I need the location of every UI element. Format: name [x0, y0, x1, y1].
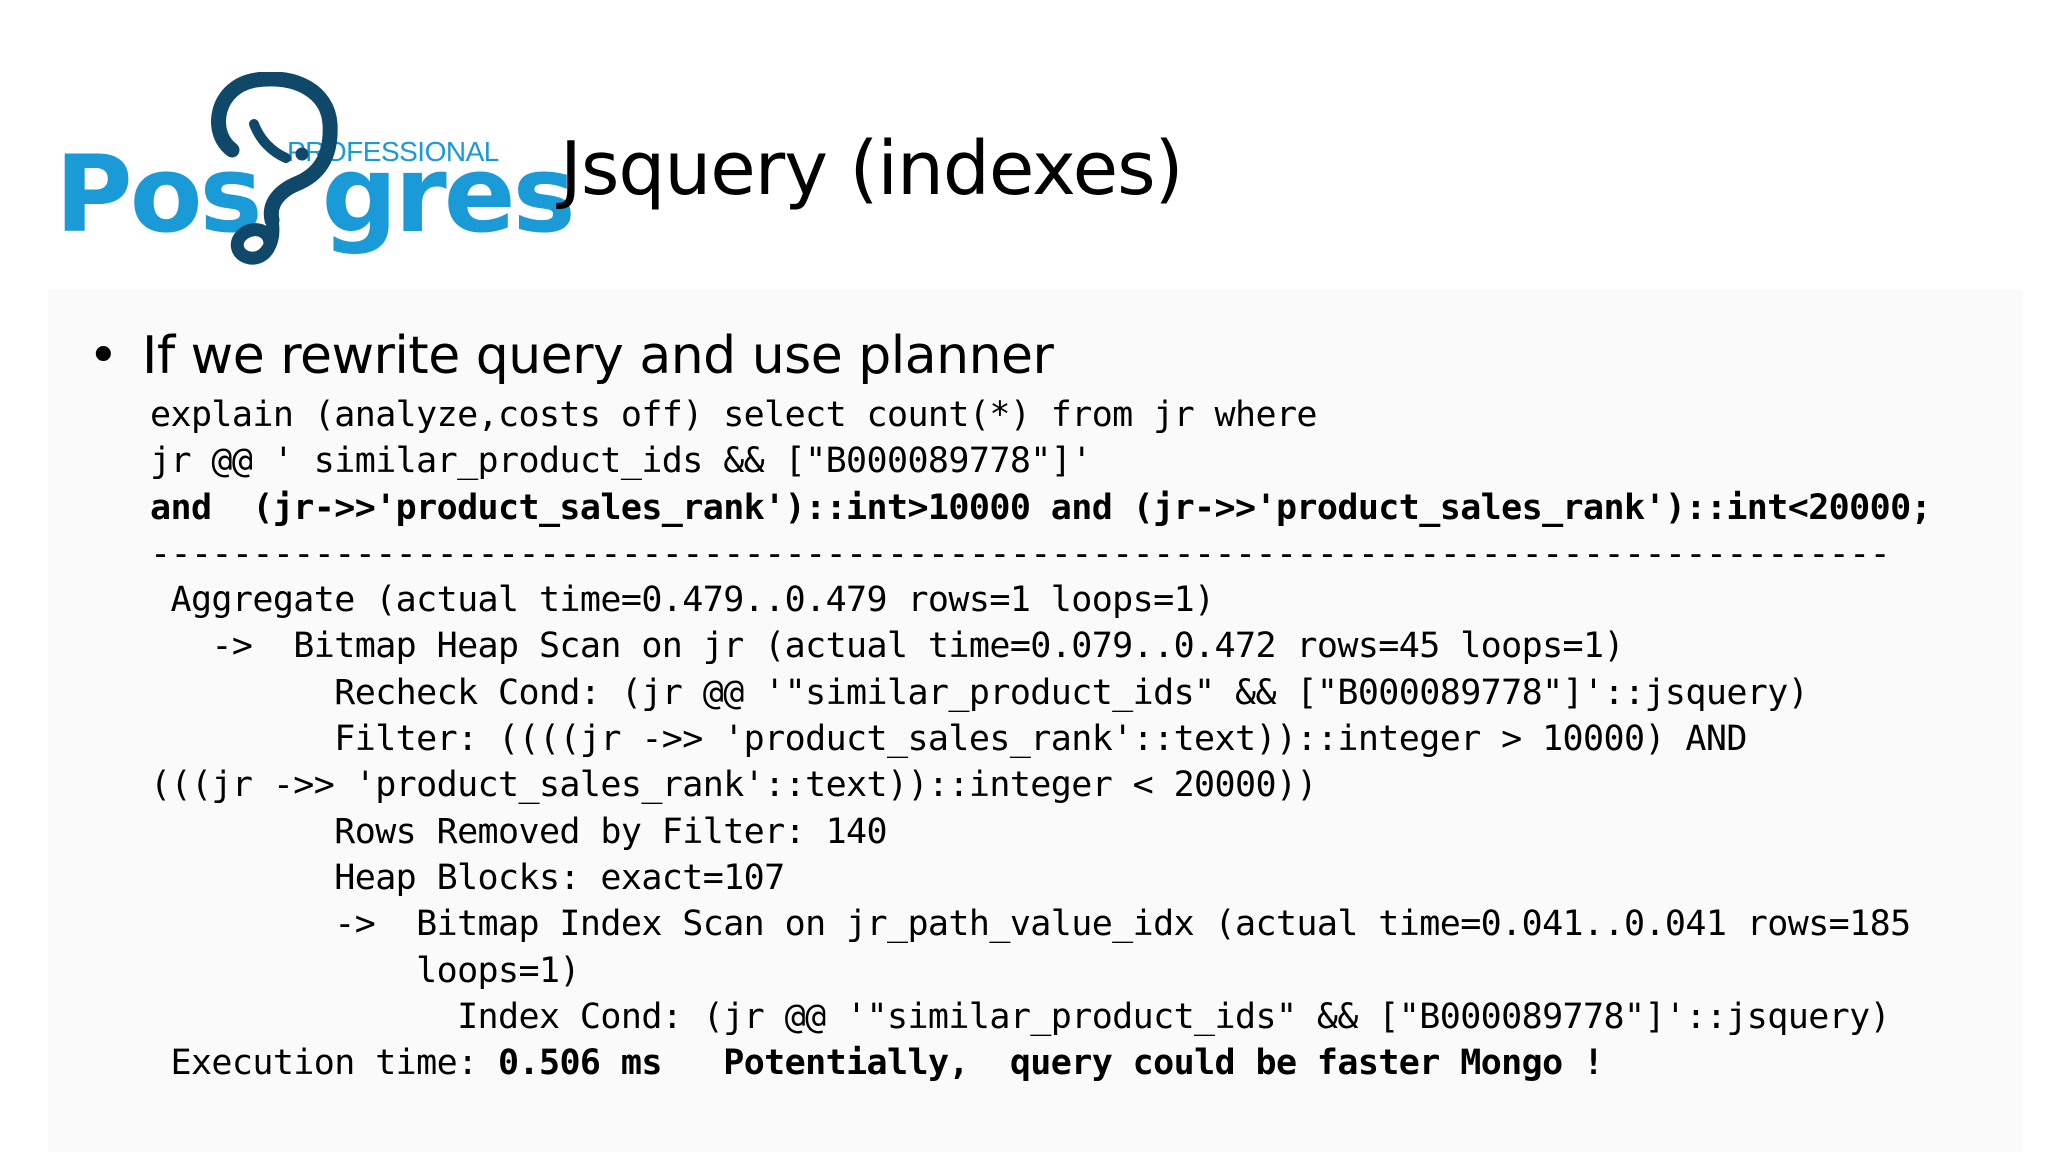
plan-line: Heap Blocks: exact=107: [150, 857, 785, 898]
plan-line: Filter: ((((jr ->> 'product_sales_rank':…: [150, 719, 1747, 760]
explain-analyze-output: explain (analyze,costs off) select count…: [150, 392, 1932, 1086]
slide-title: Jsquery (indexes): [560, 126, 1184, 212]
bullet-dot-icon: •: [88, 326, 119, 386]
plan-line: -> Bitmap Index Scan on jr_path_value_id…: [150, 904, 1911, 945]
plan-line: Index Cond: (jr @@ '"similar_product_ids…: [150, 996, 1891, 1037]
plan-line: -> Bitmap Heap Scan on jr (actual time=0…: [150, 626, 1624, 667]
slide-content-background: [48, 290, 2023, 1152]
execution-time-value: 0.506 ms: [498, 1043, 662, 1084]
plan-line: Rows Removed by Filter: 140: [150, 811, 887, 852]
execution-note: Potentially, query could be faster Mongo…: [723, 1043, 1604, 1084]
bullet-text: If we rewrite query and use planner: [142, 326, 1054, 386]
plan-line: (((jr ->> 'product_sales_rank'::text))::…: [150, 765, 1318, 806]
code-separator: ----------------------------------------…: [150, 533, 1891, 574]
logo-word-start: Pos: [55, 133, 263, 256]
code-line-bold: and (jr->>'product_sales_rank')::int>100…: [150, 487, 1932, 528]
code-line: explain (analyze,costs off) select count…: [150, 395, 1318, 435]
elephant-icon: [211, 72, 338, 265]
execution-time-label: Execution time:: [150, 1043, 499, 1084]
logo-word-end: gres: [321, 133, 576, 256]
execution-gap: [662, 1043, 723, 1083]
code-line: jr @@ ' similar_product_ids && ["B000089…: [150, 441, 1092, 482]
plan-line: loops=1): [150, 950, 580, 991]
plan-line: Recheck Cond: (jr @@ '"similar_product_i…: [150, 672, 1809, 713]
plan-line: Aggregate (actual time=0.479..0.479 rows…: [150, 580, 1215, 621]
bullet-item: • If we rewrite query and use planner: [88, 326, 1054, 386]
